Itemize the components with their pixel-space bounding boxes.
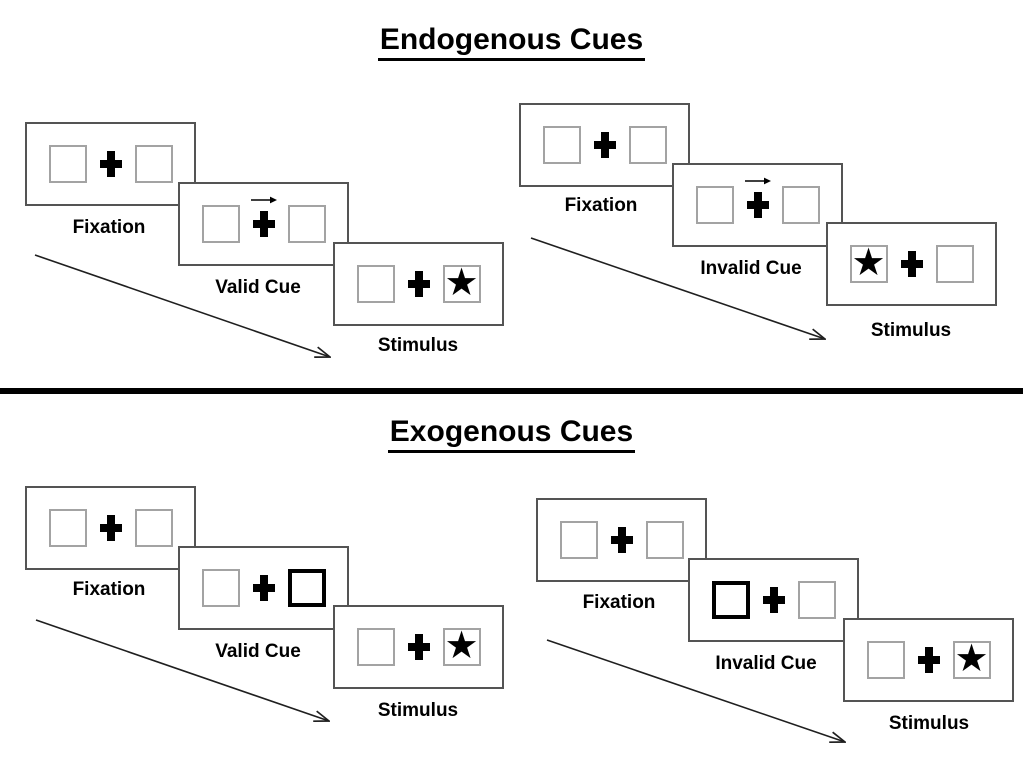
step-label-fixation: Fixation — [564, 195, 638, 216]
invalid-cue-panel — [688, 558, 859, 642]
right-box — [134, 509, 173, 547]
stimulus-panel: ★ — [843, 618, 1014, 702]
left-box — [201, 205, 240, 243]
left-box — [542, 126, 581, 164]
fixation-cross-icon — [99, 151, 122, 177]
right-box — [287, 205, 326, 243]
fixation-cross-icon — [407, 634, 430, 660]
right-box: ★ — [952, 637, 991, 680]
star-stimulus-icon: ★ — [954, 637, 989, 680]
left-box — [356, 628, 395, 666]
fixation-cross-icon — [99, 515, 122, 541]
fixation-cross-icon — [593, 132, 616, 158]
step-label-stimulus: Stimulus — [888, 713, 970, 734]
exogenous-section-title: Exogenous Cues — [0, 416, 1023, 453]
fixation-cross-icon — [407, 271, 430, 297]
left-box — [559, 521, 598, 559]
step-label-stimulus: Stimulus — [870, 320, 952, 341]
right-box — [935, 245, 974, 283]
star-stimulus-icon: ★ — [851, 241, 886, 284]
fixation-panel — [519, 103, 690, 187]
right-box — [781, 186, 820, 224]
star-stimulus-icon: ★ — [444, 261, 479, 304]
stimulus-panel: ★ — [333, 242, 504, 326]
step-label-fixation: Fixation — [582, 592, 656, 613]
left-box — [356, 265, 395, 303]
stimulus-panel: ★ — [333, 605, 504, 689]
left-box — [48, 145, 87, 183]
fixation-panel — [25, 486, 196, 570]
highlighted-cue-box — [287, 569, 326, 607]
section-title-text: Endogenous Cues — [377, 24, 646, 61]
left-box — [201, 569, 240, 607]
right-box — [797, 581, 836, 619]
section-divider — [0, 388, 1023, 394]
step-label-invalid-cue: Invalid Cue — [715, 653, 817, 674]
sequence-arrow-endogenous-invalid — [530, 237, 825, 339]
left-box — [48, 509, 87, 547]
invalid-cue-panel — [672, 163, 843, 247]
step-label-fixation: Fixation — [72, 217, 146, 238]
right-box — [628, 126, 667, 164]
highlighted-cue-box — [711, 581, 750, 619]
step-label-valid-cue: Valid Cue — [215, 277, 301, 298]
fixation-cross-icon — [744, 177, 771, 218]
fixation-panel — [25, 122, 196, 206]
step-label-valid-cue: Valid Cue — [215, 641, 301, 662]
left-box: ★ — [849, 241, 888, 284]
left-box — [866, 641, 905, 679]
section-title-text: Exogenous Cues — [387, 416, 636, 453]
step-label-stimulus: Stimulus — [377, 700, 459, 721]
fixation-cross-icon — [250, 196, 277, 237]
fixation-panel — [536, 498, 707, 582]
right-box — [645, 521, 684, 559]
right-box — [134, 145, 173, 183]
fixation-cross-icon — [900, 251, 923, 277]
endogenous-section-title: Endogenous Cues — [0, 24, 1023, 61]
step-label-stimulus: Stimulus — [377, 335, 459, 356]
fixation-cross-icon — [252, 575, 275, 601]
sequence-arrow-exogenous-valid — [35, 619, 329, 721]
sequence-arrow-endogenous-valid — [34, 254, 330, 357]
step-label-fixation: Fixation — [72, 579, 146, 600]
right-box: ★ — [442, 624, 481, 667]
right-arrow-cue-icon — [250, 196, 277, 204]
star-stimulus-icon: ★ — [444, 624, 479, 667]
right-arrow-cue-icon — [744, 177, 771, 185]
stimulus-panel: ★ — [826, 222, 997, 306]
step-label-invalid-cue: Invalid Cue — [700, 258, 802, 279]
fixation-cross-icon — [762, 587, 785, 613]
valid-cue-panel — [178, 546, 349, 630]
fixation-cross-icon — [917, 647, 940, 673]
left-box — [695, 186, 734, 224]
fixation-cross-icon — [610, 527, 633, 553]
valid-cue-panel — [178, 182, 349, 266]
right-box: ★ — [442, 261, 481, 304]
